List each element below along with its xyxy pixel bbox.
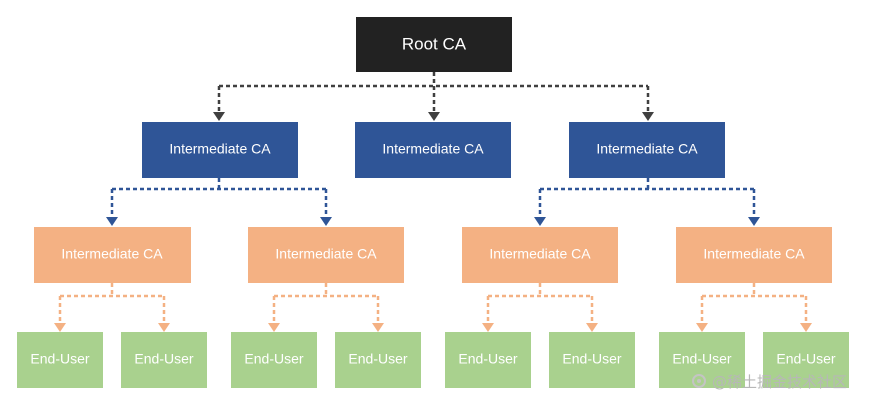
arrowhead <box>800 323 812 332</box>
end-user-label: End-User <box>134 351 193 367</box>
intermediate-ca-label: Intermediate CA <box>61 246 163 262</box>
intermediate-ca-box <box>34 227 191 283</box>
leaf-nodes: End-User End-User End-User End-User End-… <box>17 332 849 388</box>
arrowhead <box>696 323 708 332</box>
watermark-text: @稀土掘金技术社区 <box>712 372 848 391</box>
end-user-label: End-User <box>458 351 517 367</box>
end-user-box <box>121 332 207 388</box>
level2-nodes: Intermediate CA Intermediate CA Intermed… <box>34 227 832 283</box>
level2-connectors <box>58 283 808 324</box>
arrowhead <box>106 217 118 226</box>
intermediate-ca-box <box>355 122 511 178</box>
arrowhead <box>54 323 66 332</box>
end-user-label: End-User <box>244 351 303 367</box>
level1-connectors <box>110 178 756 218</box>
end-user-label: End-User <box>672 351 731 367</box>
intermediate-ca-box <box>462 227 618 283</box>
intermediate-ca-label: Intermediate CA <box>275 246 377 262</box>
arrowhead <box>320 217 332 226</box>
intermediate-ca-box <box>676 227 832 283</box>
arrowhead <box>482 323 494 332</box>
arrowhead <box>158 323 170 332</box>
arrowhead <box>213 112 225 121</box>
intermediate-ca-label: Intermediate CA <box>703 246 805 262</box>
end-user-box <box>335 332 421 388</box>
intermediate-ca-label: Intermediate CA <box>489 246 591 262</box>
root-ca-box <box>356 17 512 72</box>
root-ca-label: Root CA <box>402 34 467 53</box>
intermediate-ca-label: Intermediate CA <box>169 141 271 157</box>
root-connectors <box>217 72 650 113</box>
end-user-label: End-User <box>776 351 835 367</box>
root-ca-node: Root CA <box>356 17 512 72</box>
arrowhead <box>748 217 760 226</box>
end-user-box <box>763 332 849 388</box>
end-user-box <box>445 332 531 388</box>
arrowhead <box>534 217 546 226</box>
arrowhead <box>268 323 280 332</box>
end-user-box <box>549 332 635 388</box>
end-user-box <box>231 332 317 388</box>
root-arrowheads <box>213 112 654 121</box>
level1-arrowheads <box>106 217 760 226</box>
end-user-label: End-User <box>30 351 89 367</box>
intermediate-ca-box <box>569 122 725 178</box>
intermediate-ca-label: Intermediate CA <box>596 141 698 157</box>
end-user-label: End-User <box>348 351 407 367</box>
juejin-logo-icon <box>692 374 706 388</box>
intermediate-ca-box <box>248 227 404 283</box>
arrowhead <box>428 112 440 121</box>
intermediate-ca-box <box>142 122 298 178</box>
arrowhead <box>586 323 598 332</box>
watermark: @稀土掘金技术社区 <box>692 369 864 393</box>
level1-nodes: Intermediate CA Intermediate CA Intermed… <box>142 122 725 178</box>
arrowhead <box>372 323 384 332</box>
level2-arrowheads <box>54 323 812 332</box>
end-user-box <box>17 332 103 388</box>
arrowhead <box>642 112 654 121</box>
end-user-label: End-User <box>562 351 621 367</box>
intermediate-ca-label: Intermediate CA <box>382 141 484 157</box>
